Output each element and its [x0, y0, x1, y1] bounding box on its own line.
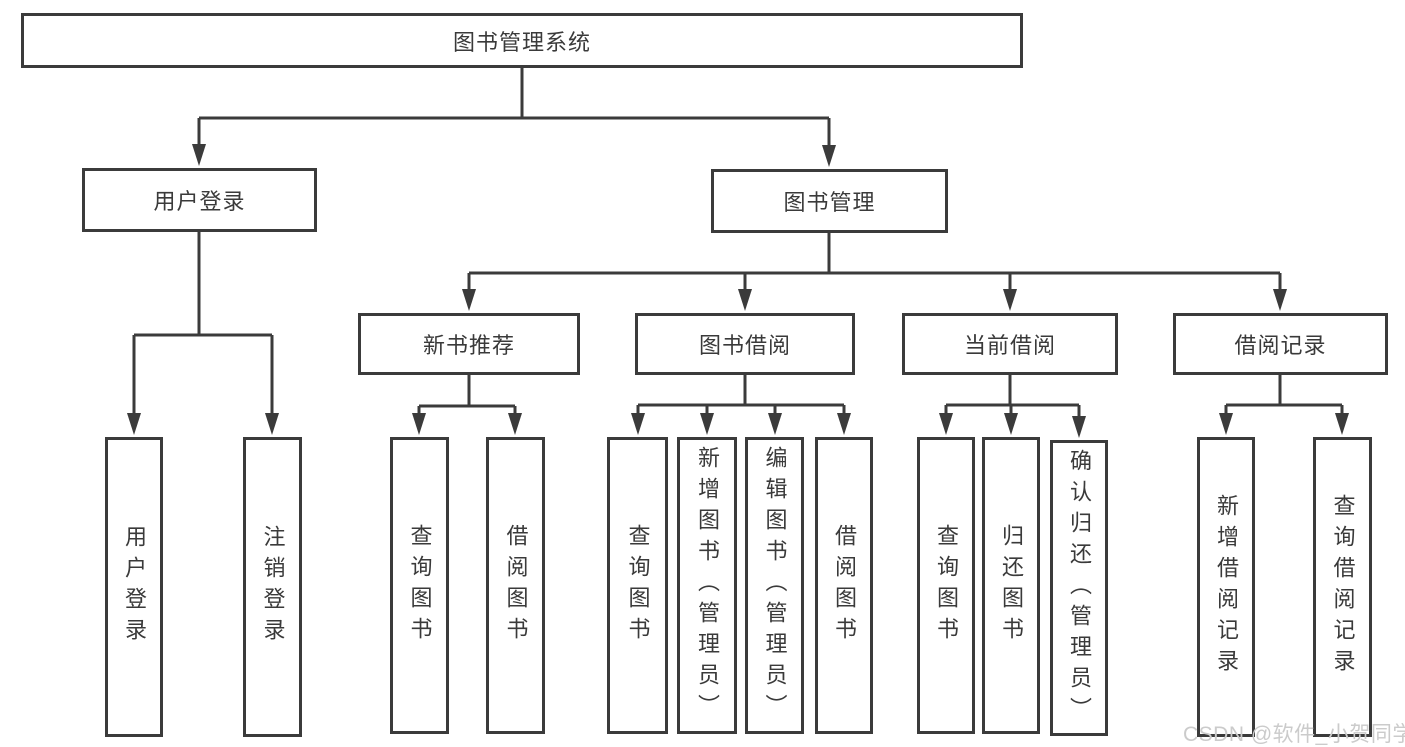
node-label: 用户登录 — [122, 525, 147, 649]
leaf-return-books: 归还图书 — [982, 437, 1040, 734]
leaf-add-books-admin: 新增图书（管理员） — [677, 437, 737, 734]
node-label: 注销登录 — [260, 525, 286, 649]
node-label: 新增借阅记录 — [1214, 494, 1239, 680]
node-label: 查询图书 — [407, 523, 433, 648]
csdn-watermark: CSDN @软件_小贺同学 — [1183, 723, 1405, 746]
leaf-query-books-3: 查询图书 — [917, 437, 975, 734]
arrowhead — [837, 413, 851, 435]
arrowhead — [738, 289, 752, 311]
node-current-borrowing: 当前借阅 — [902, 313, 1118, 375]
node-label: 新增图书（管理员） — [695, 446, 720, 725]
node-user-login: 用户登录 — [82, 168, 317, 232]
node-label: 借阅图书 — [503, 523, 529, 648]
leaf-query-books-2: 查询图书 — [607, 437, 668, 734]
node-label: 图书管理 — [783, 190, 876, 215]
node-label: 新书推荐 — [422, 333, 515, 358]
node-label: 确认归还（管理员） — [1067, 448, 1092, 728]
arrowhead — [939, 413, 953, 435]
node-label: 图书借阅 — [698, 333, 791, 358]
leaf-logout: 注销登录 — [243, 437, 302, 737]
arrowhead — [1335, 413, 1349, 435]
leaf-user-login: 用户登录 — [105, 437, 163, 737]
arrowhead — [265, 413, 279, 435]
leaf-borrow-books-1: 借阅图书 — [486, 437, 545, 734]
arrowhead — [462, 289, 476, 311]
node-label: 图书管理系统 — [452, 29, 591, 55]
arrowhead — [631, 413, 645, 435]
node-new-book-recommend: 新书推荐 — [358, 313, 580, 375]
node-label: 用户登录 — [153, 189, 246, 214]
arrowhead — [192, 144, 206, 166]
node-label: 查询借阅记录 — [1330, 494, 1356, 680]
arrowhead — [1072, 416, 1086, 438]
node-label: 编辑图书（管理员） — [762, 446, 788, 725]
arrowhead — [822, 145, 836, 167]
node-book-borrowing: 图书借阅 — [635, 313, 855, 375]
arrowhead — [412, 413, 426, 435]
node-root-library-system: 图书管理系统 — [21, 13, 1023, 68]
leaf-query-books-1: 查询图书 — [390, 437, 449, 734]
node-label: 当前借阅 — [963, 333, 1056, 358]
node-borrowing-records: 借阅记录 — [1173, 313, 1388, 375]
node-book-management: 图书管理 — [711, 169, 948, 233]
arrowhead — [1219, 413, 1233, 435]
node-label: 查询图书 — [625, 523, 651, 648]
arrowhead — [1004, 413, 1018, 435]
node-label: 借阅图书 — [832, 523, 857, 648]
arrowhead — [700, 413, 714, 435]
arrowhead — [508, 413, 522, 435]
node-label: 查询图书 — [934, 523, 959, 648]
arrowhead — [768, 413, 782, 435]
arrowhead — [1003, 289, 1017, 311]
leaf-query-borrow-record: 查询借阅记录 — [1313, 437, 1372, 737]
leaf-add-borrow-record: 新增借阅记录 — [1197, 437, 1255, 737]
node-label: 借阅记录 — [1234, 333, 1327, 358]
leaf-edit-books-admin: 编辑图书（管理员） — [745, 437, 804, 734]
leaf-borrow-books-2: 借阅图书 — [815, 437, 873, 734]
node-label: 归还图书 — [999, 523, 1024, 648]
arrowhead — [1273, 289, 1287, 311]
arrowhead — [127, 413, 141, 435]
leaf-confirm-return-admin: 确认归还（管理员） — [1050, 440, 1108, 736]
